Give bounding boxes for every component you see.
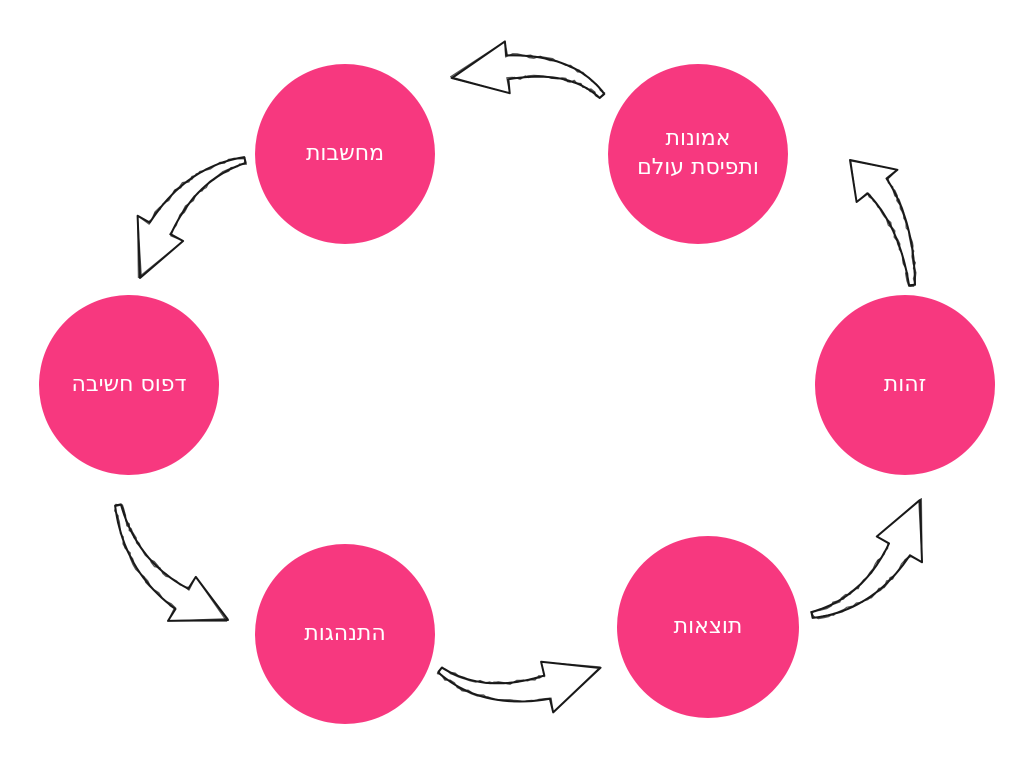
node-identity-label: זהות [883, 371, 927, 397]
node-thoughts-label: מחשבות [305, 140, 385, 166]
arrow-pattern-to-behavior [114, 503, 229, 622]
node-behavior: התנהגות [255, 544, 435, 724]
arrow-thoughts-to-pattern [136, 156, 247, 279]
node-results-label: תוצאות [673, 613, 743, 639]
node-thinking-pattern-label: דפוס חשיבה [71, 371, 187, 397]
node-thinking-pattern: דפוס חשיבה [39, 295, 219, 475]
node-identity: זהות [815, 295, 995, 475]
arrow-behavior-to-results [436, 660, 602, 714]
arrow-beliefs-to-thoughts [450, 40, 606, 99]
node-thoughts: מחשבות [255, 64, 435, 244]
node-results: תוצאות [617, 536, 799, 718]
arrow-identity-to-beliefs [849, 159, 917, 287]
node-beliefs: אמונות ותפיסת עולם [608, 64, 788, 244]
node-behavior-label: התנהגות [304, 620, 386, 646]
node-beliefs-label: אמונות ותפיסת עולם [637, 126, 759, 180]
arrow-results-to-identity [810, 498, 923, 620]
